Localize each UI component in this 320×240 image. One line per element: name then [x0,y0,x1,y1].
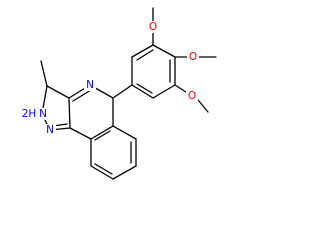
bond-c8-c9 [90,165,114,180]
bond-c8-c9-double [94,163,113,175]
pyrazole-nitrogen-atom: N [44,124,56,136]
bond-c3-c3a [46,85,70,99]
bond-c7-c8 [112,165,137,180]
bond-layer [40,7,217,180]
bond-c9a-c9b [69,127,92,140]
bond-c5a-c9a-inner [94,130,111,141]
bond-c2p-c3p-double [136,49,154,61]
bond-c5-c1p [112,84,133,99]
bond-o-bottom-methyl [197,99,209,113]
bond-c5a-c9a [90,125,114,140]
bond-c6p-c1p-double [136,83,153,94]
bond-c3a-n4-double [72,89,92,102]
pyrazole-nh-atom: 2H N [22,108,49,120]
bond-c3a-c9b [68,97,71,129]
pyrazole-nitrogen-label: N [46,124,54,136]
bond-c5p-o-bottom [174,84,187,93]
chemical-structure-diagram: N 2H N N O O O [22,7,217,180]
nh-nitrogen-label: N [39,108,47,120]
bond-c3-methyl [40,60,48,87]
nh-prefix-label: 2H [22,108,37,120]
bond-c3p-c4p [152,44,176,58]
bond-c6p-c1p [131,84,154,99]
bond-c2p-c3p [131,44,154,58]
oxygen-middle-label: O [189,51,197,63]
methoxy-oxygen-top-atom: O [147,21,159,33]
bond-c5a-c6 [112,125,137,140]
atom-label-layer: N 2H N N O O O [22,21,199,136]
bond-c5p-c6p [152,84,176,99]
imine-nitrogen-label: N [86,79,94,91]
methoxy-oxygen-middle-atom: O [187,51,199,63]
oxygen-bottom-label: O [188,90,196,102]
methoxy-oxygen-bottom-atom: O [186,90,198,102]
oxygen-top-label: O [149,21,157,33]
imine-nitrogen-atom: N [84,79,96,91]
